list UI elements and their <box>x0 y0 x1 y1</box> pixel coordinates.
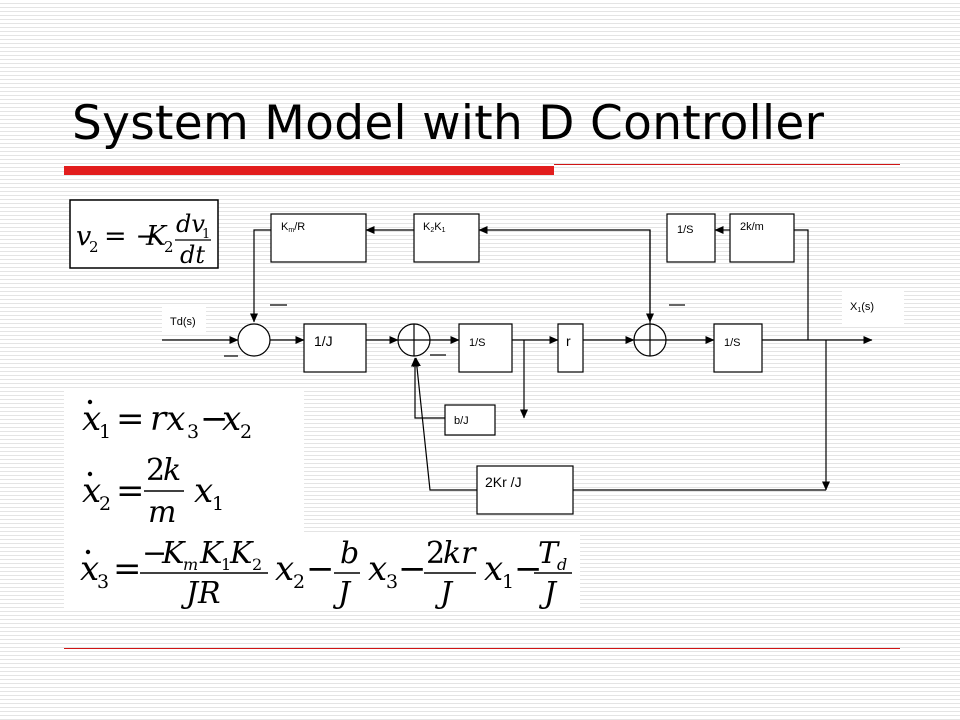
block-2kr-over-j-label: 2Kr /J <box>485 474 522 490</box>
block-b-over-j-label: b/J <box>454 415 469 427</box>
controller-equation-box <box>69 199 219 269</box>
line-kmr-to-sum1 <box>250 229 271 323</box>
summing-junction-1 <box>237 323 271 357</box>
svg-text:x: x <box>222 399 241 439</box>
equation-x3-dot: x 3 = − K m K 1 K 2 JR x 2 − b J x 3 − 2… <box>80 536 572 611</box>
svg-text:d: d <box>557 555 567 574</box>
block-1-over-s-a-label: 1/S <box>469 337 486 349</box>
td-input-label: Td(s) <box>170 316 196 328</box>
equation-x2-dot: x 2 = 2 k m x 1 <box>82 453 224 530</box>
footer-rule <box>64 648 900 649</box>
line-bj-to-sum2 <box>411 357 445 419</box>
svg-text:2: 2 <box>426 536 445 571</box>
svg-text:2: 2 <box>89 238 99 256</box>
block-1-over-s-b-label: 1/S <box>724 337 741 349</box>
signal-lines <box>162 226 873 491</box>
block-1-over-s-top <box>666 213 716 263</box>
svg-text:−: − <box>306 549 335 589</box>
block-km-over-r-label: Km/R <box>281 221 305 234</box>
slide-title: System Model with D Controller <box>72 96 825 151</box>
svg-text:dv: dv <box>176 210 205 238</box>
svg-text:3: 3 <box>97 571 109 593</box>
svg-text:K: K <box>145 221 168 252</box>
svg-text:−: − <box>398 549 427 589</box>
svg-text:m: m <box>183 555 198 574</box>
block-b-over-j <box>444 404 496 436</box>
block-r <box>557 323 584 373</box>
svg-text:b: b <box>340 536 359 571</box>
svg-text:1: 1 <box>202 227 210 242</box>
svg-text:1: 1 <box>502 571 514 593</box>
svg-text:=: = <box>116 471 145 511</box>
svg-text:1: 1 <box>212 493 224 515</box>
svg-text:1: 1 <box>99 421 111 443</box>
svg-text:1: 1 <box>221 555 231 574</box>
minus-signs <box>224 304 685 357</box>
line-x1-to-2km <box>794 229 809 340</box>
x1-output-label: X1(s) <box>850 301 874 314</box>
block-1-over-s-b <box>713 323 763 373</box>
svg-text:x: x <box>484 549 503 589</box>
svg-text:2: 2 <box>293 571 305 593</box>
block-1-over-s-top-label: 1/S <box>677 224 694 236</box>
controller-equation: v 2 = − K 2 dv 1 dt <box>76 210 211 269</box>
svg-text:x: x <box>368 549 387 589</box>
equation-x1-dot: x 1 = rx 3 − x 2 <box>82 399 252 443</box>
svg-text:= −: = − <box>104 221 158 252</box>
block-1-over-j-label: 1/J <box>314 333 333 349</box>
svg-text:x: x <box>275 549 294 589</box>
svg-text:2: 2 <box>252 555 262 574</box>
svg-text:2: 2 <box>164 238 174 256</box>
block-2k-over-m <box>729 213 795 263</box>
svg-text:=: = <box>113 549 142 589</box>
svg-text:x: x <box>194 471 213 511</box>
block-1-over-j <box>303 323 367 373</box>
svg-text:k: k <box>163 453 181 488</box>
td-label-bg <box>162 306 206 332</box>
svg-text:x: x <box>82 399 101 439</box>
svg-text:x: x <box>82 471 101 511</box>
block-2k-over-m-label: 2k/m <box>740 221 764 233</box>
svg-text:3: 3 <box>386 571 398 593</box>
x1-label-bg <box>842 290 904 326</box>
block-km-over-r <box>270 213 367 263</box>
svg-text:T: T <box>538 536 560 571</box>
summing-junction-3 <box>633 323 667 357</box>
svg-text:−: − <box>200 399 229 439</box>
svg-text:2: 2 <box>99 493 111 515</box>
svg-text:−: − <box>514 549 543 589</box>
title-underline-accent <box>64 166 554 175</box>
summing-junction-2 <box>397 323 431 357</box>
block-r-label: r <box>566 333 571 349</box>
line-to-k2k1 <box>478 226 651 324</box>
svg-text:2: 2 <box>146 453 165 488</box>
block-2kr-over-j <box>476 465 574 515</box>
block-k2k1-label: K2K1 <box>423 221 446 234</box>
svg-text:K: K <box>229 536 254 571</box>
block-1-over-s-a <box>458 323 513 373</box>
svg-text:rx: rx <box>150 399 185 439</box>
svg-text:v: v <box>76 221 91 252</box>
svg-text:2: 2 <box>240 421 252 443</box>
svg-text:K: K <box>161 536 186 571</box>
svg-text:m: m <box>148 495 176 530</box>
svg-text:x: x <box>80 549 99 589</box>
svg-text:JR: JR <box>180 576 221 611</box>
blocks <box>270 213 795 515</box>
block-k2k1 <box>413 213 480 263</box>
svg-text:K: K <box>199 536 224 571</box>
title-underline-rule <box>554 164 900 165</box>
svg-text:=: = <box>116 399 145 439</box>
svg-text:kr: kr <box>443 536 477 571</box>
svg-text:3: 3 <box>187 421 199 443</box>
line-2krj-to-sum2 <box>412 357 477 491</box>
svg-text:−: − <box>142 536 167 571</box>
svg-text:dt: dt <box>180 241 205 269</box>
